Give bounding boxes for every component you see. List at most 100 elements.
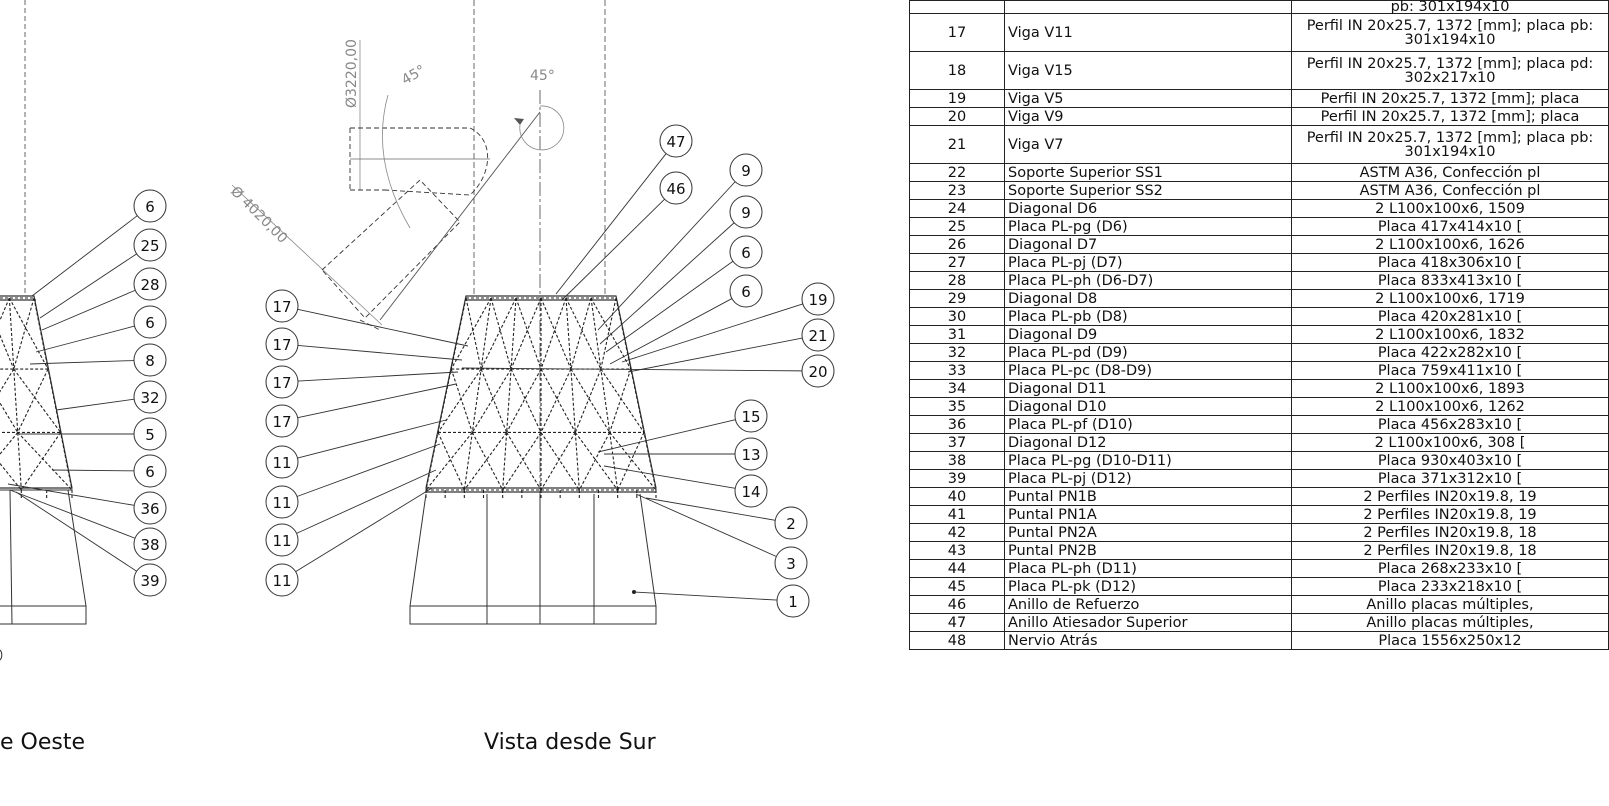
callout-balloon: 11 xyxy=(265,487,433,597)
callout-number: 9 xyxy=(741,204,751,222)
bom-cell-desc: 2 L100x100x6, 1626 xyxy=(1291,235,1609,254)
callout-number: 39 xyxy=(140,572,159,590)
callout-balloon: 39 xyxy=(15,491,167,597)
callout-number: 17 xyxy=(272,374,291,392)
callout-number: 20 xyxy=(808,363,827,381)
bom-cell-desc: 2 Perfiles IN20x19.8, 19 xyxy=(1291,505,1609,524)
bom-cell-desc: Placa 759x411x10 [ xyxy=(1291,361,1609,380)
callout-balloon: 11 xyxy=(265,469,437,557)
callout-balloon: 47 xyxy=(555,124,693,295)
bom-cell-num: 47 xyxy=(909,613,1005,632)
callout-balloon: 17 xyxy=(265,289,469,347)
bom-cell-desc: 2 L100x100x6, 1262 xyxy=(1291,397,1609,416)
bom-cell-num: 33 xyxy=(909,361,1005,380)
callout-balloon: 3 xyxy=(635,493,808,580)
bom-cell-name: Placa PL-pj (D12) xyxy=(1004,469,1292,488)
bom-cell-desc: Placa 418x306x10 [ xyxy=(1291,253,1609,272)
bom-cell-name: Diagonal D12 xyxy=(1004,433,1292,452)
bom-cell-desc: 2 L100x100x6, 308 [ xyxy=(1291,433,1609,452)
callout-number: 8 xyxy=(145,352,155,370)
bom-cell-desc: ASTM A36, Confección pl xyxy=(1291,181,1609,200)
callout-balloon: 6 xyxy=(35,305,167,353)
callout-balloon: 21 xyxy=(627,318,835,373)
bom-cell-num: 25 xyxy=(909,217,1005,236)
bom-cell-desc: 2 L100x100x6, 1893 xyxy=(1291,379,1609,398)
callout-number: 3 xyxy=(786,555,796,573)
bom-cell-num: 21 xyxy=(909,125,1005,164)
bom-cell-num: 23 xyxy=(909,181,1005,200)
bom-cell-name: Puntal PN2B xyxy=(1004,541,1292,560)
bom-cell-name: Nervio Atrás xyxy=(1004,631,1292,650)
bom-cell-num: 28 xyxy=(909,271,1005,290)
bom-cell-num: 48 xyxy=(909,631,1005,650)
callout-number: 11 xyxy=(272,494,291,512)
bom-cell-name: Placa PL-pf (D10) xyxy=(1004,415,1292,434)
bom-cell-desc: Placa 422x282x10 [ xyxy=(1291,343,1609,362)
bom-cell-name: Viga V5 xyxy=(1004,89,1292,108)
bom-cell-desc: 2 L100x100x6, 1719 xyxy=(1291,289,1609,308)
bom-cell-name: Soporte Superior SS1 xyxy=(1004,163,1292,182)
south-view: Ø3220,00 Ø 4020,00 45° 45° xyxy=(227,0,835,625)
bom-cell-desc: Perfil IN 20x25.7, 1372 [mm]; placa pd: … xyxy=(1291,51,1609,90)
bom-cell-num: 41 xyxy=(909,505,1005,524)
callout-number: 21 xyxy=(808,327,827,345)
callout-number: 19 xyxy=(808,291,827,309)
bom-cell-name: Diagonal D6 xyxy=(1004,199,1292,218)
bom-cell-num: 24 xyxy=(909,199,1005,218)
bom-cell-name xyxy=(1004,0,1292,14)
bom-cell-desc: Perfil IN 20x25.7, 1372 [mm]; placa pb: … xyxy=(1291,125,1609,164)
bom-cell-num: 31 xyxy=(909,325,1005,344)
bom-cell-name: Viga V15 xyxy=(1004,51,1292,90)
bom-cell-desc: 2 Perfiles IN20x19.8, 18 xyxy=(1291,541,1609,560)
bom-cell-desc: Anillo placas múltiples, xyxy=(1291,613,1609,632)
bom-cell-num: 26 xyxy=(909,235,1005,254)
bom-cell-name: Soporte Superior SS2 xyxy=(1004,181,1292,200)
callout-balloon: 9 xyxy=(597,153,763,331)
callout-number: 15 xyxy=(741,408,760,426)
bom-cell-name: Viga V11 xyxy=(1004,13,1292,52)
callout-number: 11 xyxy=(272,532,291,550)
bom-cell-num: 37 xyxy=(909,433,1005,452)
bom-cell-desc: Perfil IN 20x25.7, 1372 [mm]; placa pb: … xyxy=(1291,13,1609,52)
bom-cell-desc: Placa 233x218x10 [ xyxy=(1291,577,1609,596)
bom-cell-name: Placa PL-pk (D12) xyxy=(1004,577,1292,596)
bom-cell-num: 22 xyxy=(909,163,1005,182)
callout-number: 14 xyxy=(741,483,760,501)
callout-balloon: 46 xyxy=(561,171,693,301)
dimension-annotations: Ø3220,00 Ø 4020,00 45° 45° xyxy=(227,39,565,331)
callout-number: 5 xyxy=(145,426,155,444)
callout-balloon: 5 xyxy=(20,417,167,451)
callout-number: 17 xyxy=(272,336,291,354)
callout-number: 2 xyxy=(786,515,796,533)
callout-balloon: 17 xyxy=(265,383,457,438)
callout-balloon: 6 xyxy=(605,235,763,353)
bom-cell-name: Placa PL-pc (D8-D9) xyxy=(1004,361,1292,380)
bom-cell-name: Placa PL-pd (D9) xyxy=(1004,343,1292,362)
bom-cell-name: Placa PL-pb (D8) xyxy=(1004,307,1292,326)
callout-number: 1 xyxy=(788,593,798,611)
callout-balloon: 9 xyxy=(599,195,763,345)
bom-cell-num: 30 xyxy=(909,307,1005,326)
south-view-title: Vista desde Sur xyxy=(484,730,656,755)
bom-cell-num: 20 xyxy=(909,107,1005,126)
callout-number: 6 xyxy=(741,244,751,262)
bom-cell-name: Anillo de Refuerzo xyxy=(1004,595,1292,614)
callout-number: 38 xyxy=(140,536,159,554)
callout-balloon: 1 xyxy=(633,584,810,618)
bom-cell-name: Diagonal D8 xyxy=(1004,289,1292,308)
